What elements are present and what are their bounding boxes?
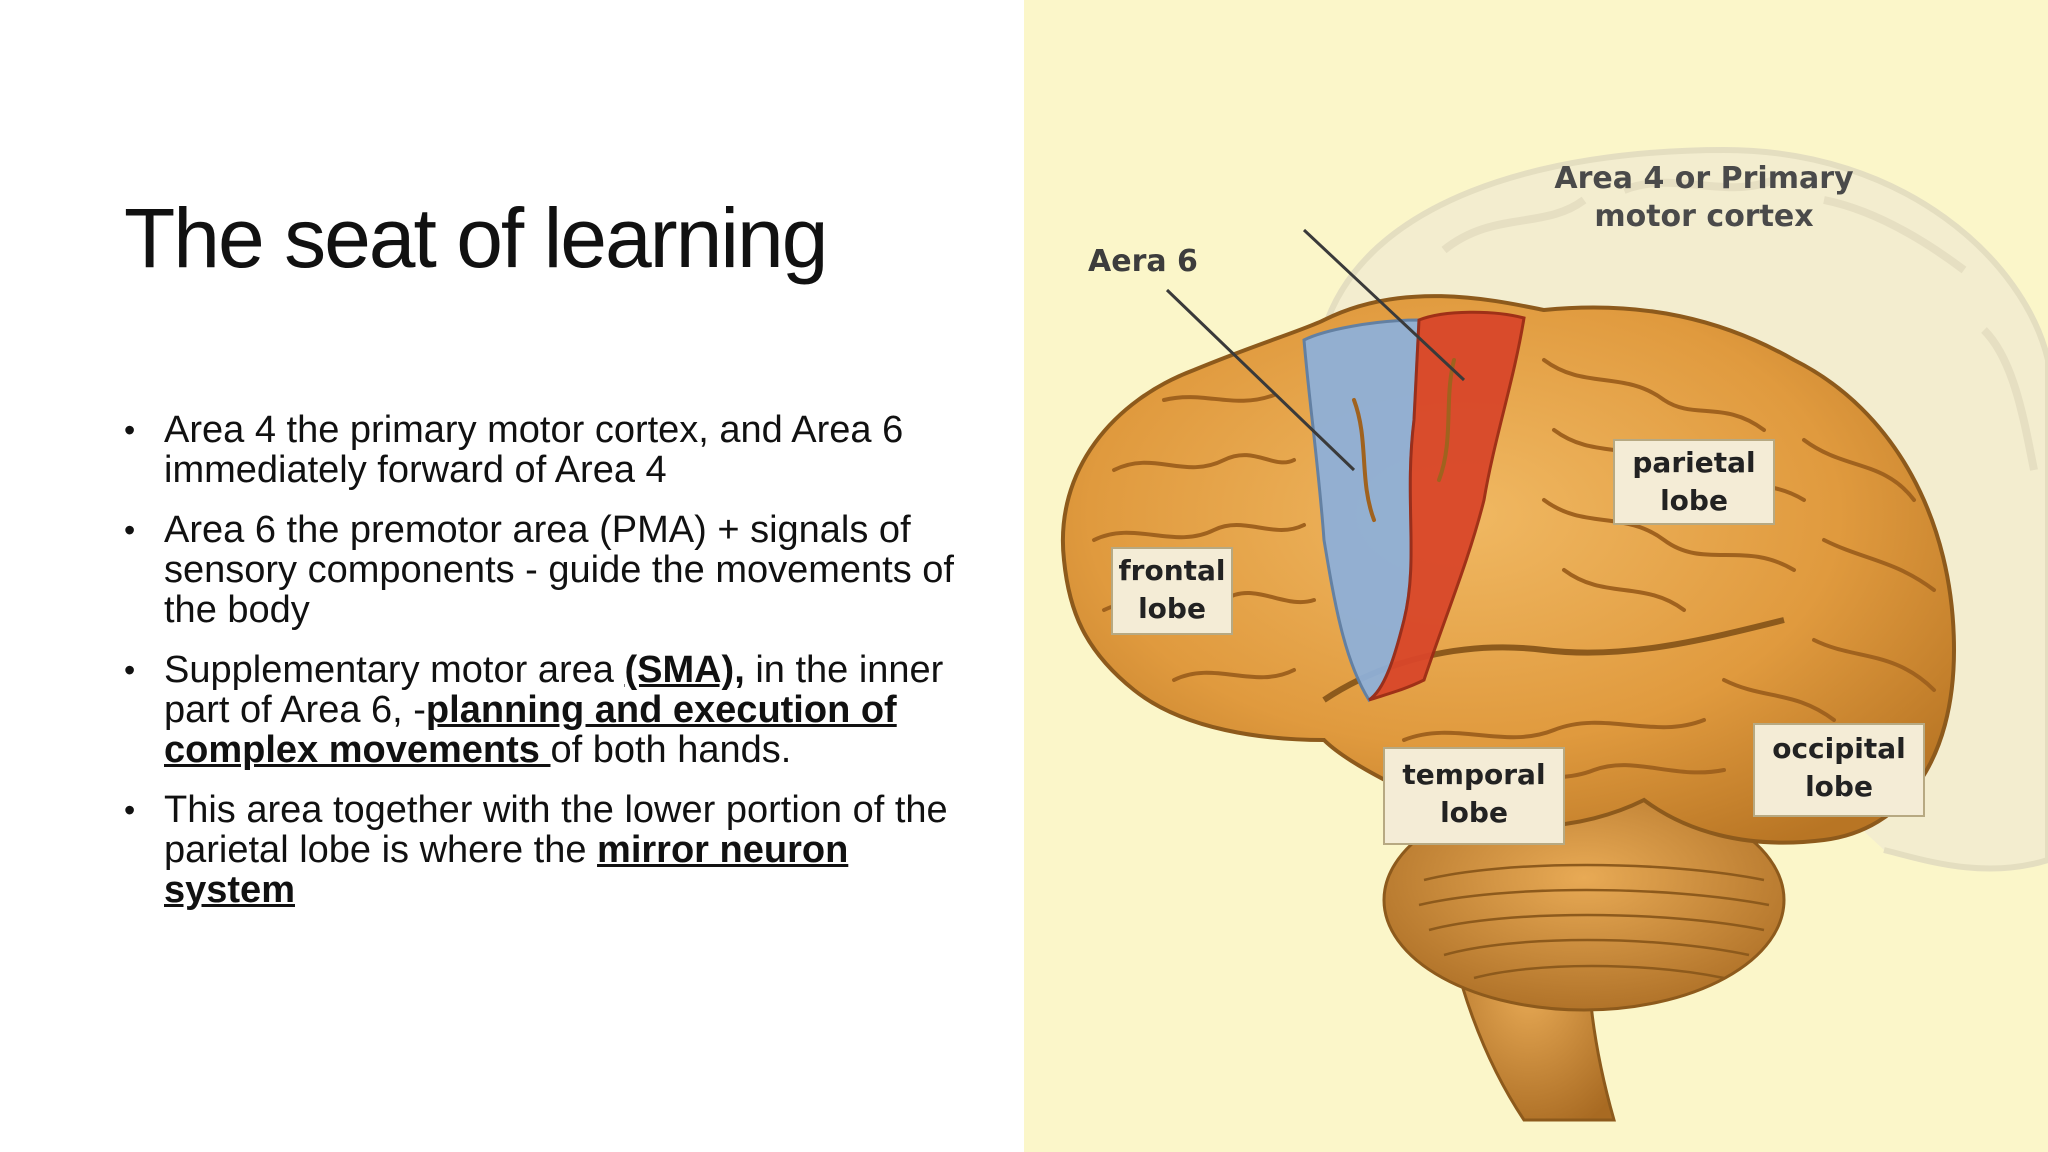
occipital-lobe-label-line1: occipital — [1772, 732, 1906, 765]
area-4-leader-line — [1302, 228, 1466, 382]
bullet-dot-icon: • — [124, 652, 136, 688]
parietal-lobe-label: parietal lobe — [1614, 444, 1774, 520]
temporal-lobe-label: temporal lobe — [1384, 756, 1564, 832]
bullet-item: • This area together with the lower port… — [124, 790, 984, 910]
background-gyri — [1441, 176, 2038, 471]
bullet-item: • Supplementary motor area (SMA), in the… — [124, 650, 984, 770]
temporal-lobe-label-line1: temporal — [1402, 758, 1546, 791]
occipital-lobe-label-line2: lobe — [1805, 770, 1873, 803]
parietal-lobe-label-line1: parietal — [1632, 446, 1756, 479]
parietal-label-box — [1613, 439, 1775, 525]
temporal-label-box — [1383, 747, 1565, 845]
bullet-dot-icon: • — [124, 512, 136, 548]
frontal-label-box — [1111, 547, 1233, 635]
brain-figure: Aera 6 Area 4 or Primary motor cortex fr… — [1024, 0, 2048, 1152]
bullet-list: • Area 4 the primary motor cortex, and A… — [124, 410, 984, 930]
temporal-lobe-label-line2: lobe — [1440, 796, 1508, 829]
area-4-label-line1: Area 4 or Primary — [1554, 161, 1854, 196]
bullet-text: Area 6 the premotor area (PMA) + signals… — [164, 509, 954, 631]
area-4-label: Area 4 or Primary motor cortex — [1534, 160, 1874, 236]
mirror-neuron-emphasis: mirror neuron system — [164, 829, 849, 911]
bullet-text: of both hands. — [550, 729, 792, 771]
area-4-label-line2: motor cortex — [1594, 199, 1814, 234]
bullet-item: • Area 6 the premotor area (PMA) + signa… — [124, 510, 984, 630]
planning-emphasis: planning and execution of complex moveme… — [164, 689, 897, 771]
area-4-region — [1368, 310, 1526, 702]
sma-emphasis: (SMA), — [624, 649, 745, 691]
brain-diagram — [1060, 146, 2048, 1122]
bullet-text: This area together with the lower portio… — [164, 789, 948, 871]
bullet-text: Supplementary motor area — [164, 649, 625, 691]
cerebrum — [1060, 294, 1957, 845]
bullet-dot-icon: • — [124, 412, 136, 448]
frontal-lobe-label: frontal lobe — [1112, 552, 1232, 628]
occipital-lobe-label: occipital lobe — [1754, 730, 1924, 806]
area-6-label: Aera 6 — [1088, 244, 1198, 279]
bullet-text: in the inner part of Area 6, - — [164, 649, 944, 731]
cerebellum-folds — [1418, 863, 1770, 980]
occipital-label-box — [1753, 723, 1925, 817]
slide-title: The seat of learning — [124, 191, 828, 285]
bullet-text: Area 4 the primary motor cortex, and Are… — [164, 409, 904, 491]
area-6-leader-line — [1165, 288, 1356, 472]
parietal-lobe-label-line2: lobe — [1660, 484, 1728, 517]
frontal-lobe-label-line2: lobe — [1138, 592, 1206, 625]
bullet-item: • Area 4 the primary motor cortex, and A… — [124, 410, 984, 490]
frontal-lobe-label-line1: frontal — [1118, 554, 1226, 587]
bullet-dot-icon: • — [124, 792, 136, 828]
